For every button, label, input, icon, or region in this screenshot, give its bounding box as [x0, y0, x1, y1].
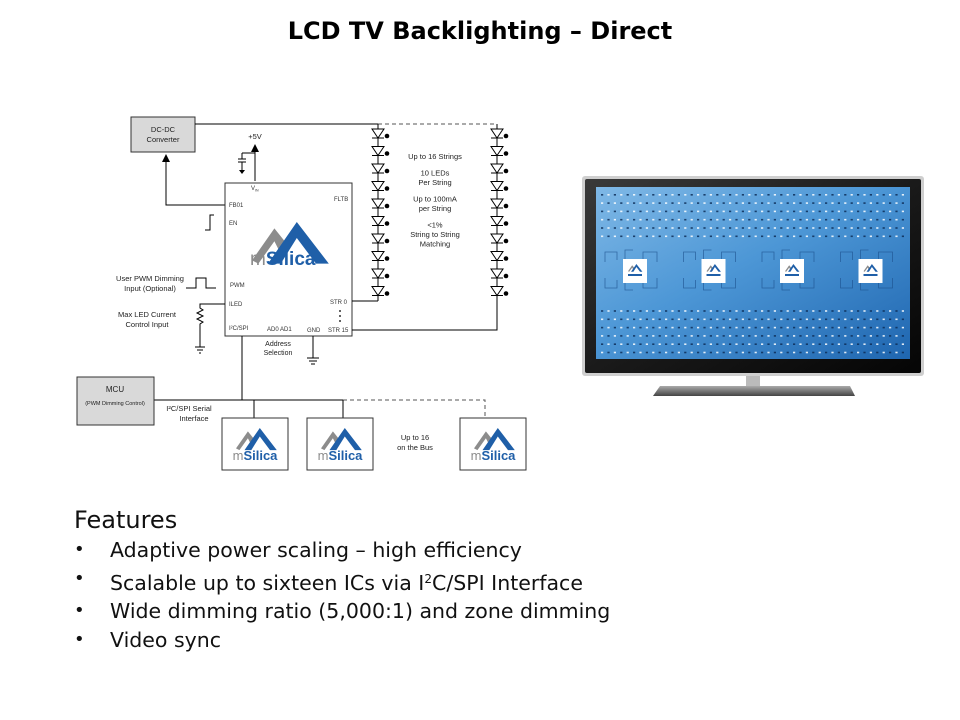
pin-str15: STR 15 — [328, 328, 349, 334]
bus-ic: mSilica — [306, 417, 374, 471]
led-icon — [371, 233, 390, 244]
tv-zone-ic — [761, 249, 815, 291]
tv-zones — [604, 249, 893, 291]
features-list: •Adaptive power scaling – high efficienc… — [74, 536, 610, 654]
bullet-icon: • — [74, 539, 85, 560]
pin-gnd: GND — [307, 328, 321, 334]
led-icon — [490, 216, 509, 227]
pwm-input-label-1: User PWM Dimming — [116, 274, 184, 283]
led-icon — [371, 216, 390, 227]
tv-screen — [596, 187, 910, 359]
led-icon — [490, 181, 509, 192]
pwm-signal-icon — [186, 277, 216, 289]
led-icon — [490, 233, 509, 244]
led-spec-line: per String — [419, 204, 452, 213]
bullet-icon: • — [74, 628, 85, 650]
tv-zone-ic — [840, 249, 893, 291]
capacitor-icon — [238, 152, 255, 174]
led-icon — [371, 146, 390, 157]
bullet-icon: • — [74, 567, 85, 589]
pin-ad0-ad1: AD0 AD1 — [267, 327, 292, 333]
serial-label-1: I²C/SPI Serial — [166, 404, 212, 413]
pin-iled: ILED — [229, 302, 243, 308]
feedback-wire — [162, 154, 225, 206]
led-icon — [490, 146, 509, 157]
msilica-logo-text: mSilica — [471, 448, 517, 463]
tv-neck — [746, 376, 760, 386]
msilica-logo-text: mSilica — [318, 448, 364, 463]
tv-zone-ic — [683, 249, 736, 291]
led-icon — [371, 128, 390, 139]
pin-fltb: FLTB — [334, 197, 348, 203]
pin-vin: VIN — [251, 186, 259, 193]
tv-led-grid — [601, 194, 904, 354]
led-spec-line: String to String — [410, 230, 460, 239]
serial-label-2: Interface — [179, 414, 208, 423]
max-led-label-1: Max LED Current — [118, 310, 177, 319]
led-icon — [371, 251, 390, 262]
led-icon — [371, 181, 390, 192]
pin-pwm: PWM — [230, 283, 245, 289]
bullet-icon: • — [74, 600, 85, 621]
feature-item: •Wide dimming ratio (5,000:1) and zone d… — [74, 597, 610, 626]
bus-note-2: on the Bus — [397, 443, 433, 452]
led-icon — [490, 268, 509, 279]
msilica-logo: mSilica — [250, 222, 329, 270]
led-spec-line: <1% — [427, 221, 443, 230]
led-spec-line: Up to 100mA — [413, 195, 457, 204]
ground-icon — [307, 336, 319, 365]
feature-item: •Adaptive power scaling – high efficienc… — [74, 536, 610, 565]
tv-stand — [653, 386, 855, 396]
led-icon — [371, 268, 390, 279]
led-spec-line: Up to 16 Strings — [408, 152, 462, 161]
tv-zone-ic — [604, 249, 658, 291]
led-strings — [371, 124, 509, 301]
serial-bus-dashed — [343, 399, 486, 418]
supply-label: +5V — [248, 132, 262, 141]
resistor-icon — [195, 303, 225, 354]
bus-ic: mSilica — [459, 417, 527, 471]
led-icon — [371, 198, 390, 209]
dcdc-converter-box: DC-DC Converter — [130, 116, 196, 153]
max-led-label-2: Control Input — [126, 320, 170, 329]
mcu-title: MCU — [106, 385, 124, 394]
enable-signal-icon — [205, 214, 214, 231]
pin-str0: STR 0 — [330, 300, 348, 306]
led-spec-line: 10 LEDs — [421, 169, 450, 178]
dcdc-label-2: Converter — [147, 135, 180, 144]
feature-item: •Video sync — [74, 626, 610, 655]
bus-ic-group: mSilica mSilica mSilica — [221, 417, 527, 471]
features-heading: Features — [74, 506, 178, 534]
led-icon — [490, 286, 509, 297]
mcu-subtitle: (PWM Dimming Control) — [85, 401, 145, 407]
features-section: Features •Adaptive power scaling – high … — [74, 506, 610, 654]
led-icon — [490, 163, 509, 174]
led-icon — [490, 128, 509, 139]
msilica-logo-text: mSilica — [233, 448, 279, 463]
led-icon — [371, 163, 390, 174]
led-spec-line: Per String — [418, 178, 451, 187]
led-icon — [371, 286, 390, 297]
driver-ic: VIN FB01 EN PWM ILED I²C/SPI FLTB STR 0 … — [224, 182, 353, 337]
svg-text:mSilica: mSilica — [250, 249, 316, 270]
address-selection-label-1: Address — [265, 341, 291, 348]
slide-title: LCD TV Backlighting – Direct — [287, 17, 673, 45]
str15-wire — [352, 300, 498, 331]
feature-item: •Scalable up to sixteen ICs via I2C/SPI … — [74, 565, 610, 598]
pwm-input-label-2: Input (Optional) — [124, 284, 176, 293]
dcdc-label-1: DC-DC — [151, 125, 176, 134]
bus-note-1: Up to 16 — [401, 433, 429, 442]
pin-en: EN — [229, 221, 237, 227]
bus-ic: mSilica — [221, 417, 289, 471]
address-selection-label-2: Selection — [264, 350, 293, 357]
pin-i2c-spi: I²C/SPI — [229, 326, 249, 332]
led-icon — [490, 198, 509, 209]
pin-fb01: FB01 — [229, 203, 244, 209]
led-icon — [490, 251, 509, 262]
mcu-box: MCU (PWM Dimming Control) — [76, 376, 155, 426]
led-spec-line: Matching — [420, 240, 450, 249]
tv-illustration — [582, 176, 924, 396]
